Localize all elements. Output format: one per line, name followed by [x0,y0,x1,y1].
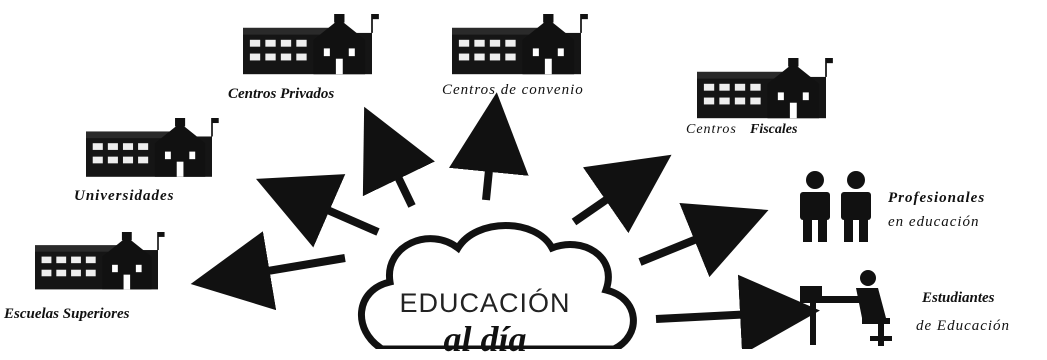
student-desk-icon [800,270,892,346]
people-icon [800,171,871,242]
school-building-icon [242,13,380,76]
node-label-centros-convenio: Centros de convenio [442,82,584,98]
arrow-universidades [255,174,380,248]
node-label-estudiantes-2: de Educación [916,318,1011,334]
school-building-icon [34,231,166,291]
arrow-centros-fiscales [571,154,672,234]
arrow-profesionales [638,202,769,278]
arrow-estudiantes [655,274,820,349]
node-label-profesionales-1: Profesionales [888,190,986,206]
node-label-profesionales-2: en educación [888,214,980,230]
school-building-icon [451,13,589,76]
node-label-universidades: Universidades [74,188,175,204]
arrow-escuelas-superiores [190,231,346,311]
center-subtitle: al día [443,319,527,359]
node-label-escuelas-superiores: Escuelas Superiores [4,306,130,322]
arrow-centros-convenio [449,92,529,201]
node-label-centros-fiscales-1: Centros [686,122,737,137]
node-label-centros-privados: Centros Privados [228,86,335,102]
node-label-centros-fiscales-2: Fiscales [750,122,798,137]
center-title: EDUCACIÓN [399,288,571,318]
school-building-icon [696,57,834,120]
node-label-estudiantes-1: Estudiantes [922,290,995,306]
school-building-icon [85,117,220,178]
diagram-arrows [190,92,820,349]
center-cloud [357,222,637,349]
diagram-canvas [34,13,892,349]
arrow-centros-privados [362,106,435,208]
